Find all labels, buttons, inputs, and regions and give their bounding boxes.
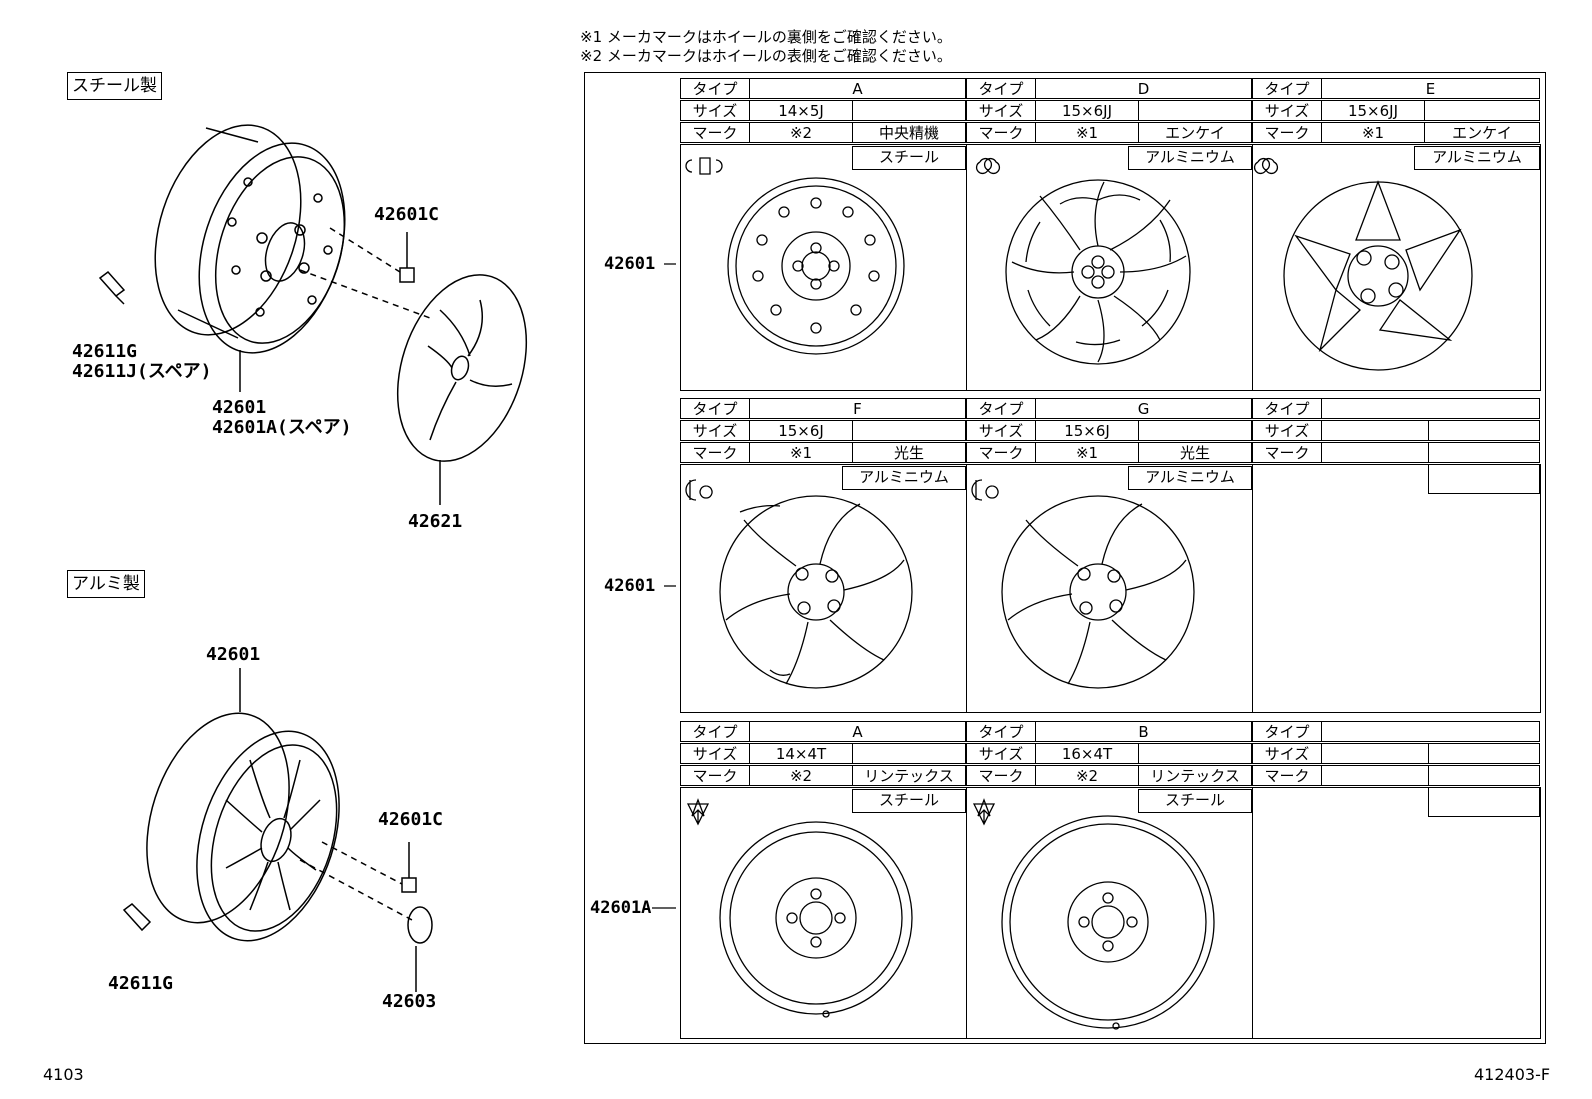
panel-body	[1252, 464, 1541, 713]
steel-section-title: スチール製	[67, 72, 162, 100]
val-material: アルミニウム	[842, 466, 966, 490]
val-blank	[852, 420, 966, 441]
note-1: ※1 メーカマークはホイールの裏側をご確認ください。	[580, 28, 952, 46]
part-label-42621: 42621	[408, 511, 463, 532]
maker-logo-enkei-icon	[976, 158, 1000, 174]
part-label-alu-42601: 42601	[206, 644, 261, 665]
val-blank	[1428, 743, 1540, 764]
row-label-1: 42601	[604, 254, 656, 274]
val-type: B	[1035, 721, 1252, 742]
maker-logo-lintex-icon	[686, 798, 710, 826]
val-type: D	[1035, 78, 1252, 99]
alu-section-title: アルミ製	[67, 570, 145, 598]
panel-body	[1252, 787, 1541, 1039]
val-blank	[1428, 420, 1540, 441]
val-type: A	[749, 78, 966, 99]
part-label-alu-42603: 42603	[382, 991, 437, 1012]
maker-logo-enkei-icon	[1254, 158, 1278, 174]
part-label-42611g: 42611G	[72, 341, 138, 362]
part-label-42611j: 42611J(スペア)	[72, 361, 212, 382]
val-type: G	[1035, 398, 1252, 419]
val-type: A	[749, 721, 966, 742]
val-blank	[852, 100, 966, 121]
row-label-2: 42601	[604, 576, 656, 596]
maker-logo-chuo-icon	[685, 157, 723, 175]
val-maker: 中央精機	[852, 122, 966, 143]
val-blank	[1138, 420, 1252, 441]
val-maker: エンケイ	[1424, 122, 1540, 143]
maker-logo-kosei-icon	[685, 479, 713, 501]
val-material: アルミニウム	[1414, 146, 1540, 170]
val-blank	[852, 743, 966, 764]
alu-wheel-illustration	[122, 668, 433, 992]
val-material: スチール	[852, 789, 966, 813]
val-maker: リンテックス	[1138, 765, 1252, 786]
val-blank	[1424, 100, 1540, 121]
val-material: スチール	[1138, 789, 1252, 813]
val-type: E	[1321, 78, 1540, 99]
footer-page-code: 4103	[43, 1065, 84, 1084]
panel-body	[1252, 144, 1541, 391]
val-material: スチール	[852, 146, 966, 170]
steel-wheel-illustration	[98, 124, 528, 505]
part-label-42601a: 42601A(スペア)	[212, 417, 352, 438]
note-2: ※2 メーカマークはホイールの表側をご確認ください。	[580, 47, 952, 65]
val-material: アルミニウム	[1128, 466, 1252, 490]
val-maker: 光生	[852, 442, 966, 463]
val-type: F	[749, 398, 966, 419]
footer-figure-code: 412403-F	[1474, 1065, 1551, 1084]
maker-logo-kosei-icon	[971, 479, 999, 501]
part-label-42601c: 42601C	[374, 204, 440, 225]
val-maker: エンケイ	[1138, 122, 1252, 143]
row-label-3: 42601A	[590, 898, 652, 918]
val-maker	[1428, 765, 1540, 786]
val-maker	[1428, 442, 1540, 463]
val-maker: リンテックス	[852, 765, 966, 786]
val-blank	[1138, 743, 1252, 764]
wheel-type-table	[584, 72, 1546, 1044]
val-maker: 光生	[1138, 442, 1252, 463]
val-material: アルミニウム	[1128, 146, 1252, 170]
part-label-42601: 42601	[212, 397, 267, 418]
part-label-alu-42601c: 42601C	[378, 809, 444, 830]
maker-logo-lintex-icon	[972, 798, 996, 826]
part-label-alu-42611g: 42611G	[108, 973, 174, 994]
val-type	[1321, 721, 1540, 742]
val-blank	[1138, 100, 1252, 121]
val-type	[1321, 398, 1540, 419]
